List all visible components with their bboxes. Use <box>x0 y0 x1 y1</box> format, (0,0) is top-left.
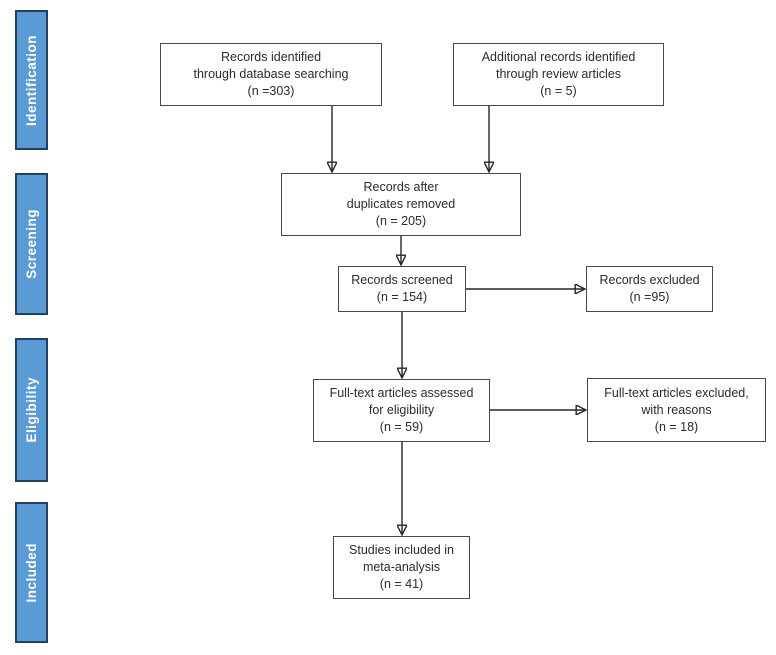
box-fulltext-excluded-line1: Full-text articles excluded, <box>604 385 749 400</box>
box-duplicates-removed-line2: duplicates removed <box>346 197 456 211</box>
box-additional-records-line1: Additional records identified <box>481 50 636 64</box>
box-fulltext-assessed-count: (n = 59) <box>379 420 424 434</box>
box-records-screened: Records screened (n = 154) <box>338 266 466 312</box>
stage-identification-label: Identification <box>24 34 39 126</box>
box-studies-included-line2: meta-analysis <box>362 560 441 574</box>
box-fulltext-assessed: Full-text articles assessed for eligibil… <box>313 379 490 442</box>
box-additional-records-line2: through review articles <box>495 67 622 81</box>
stage-eligibility-label: Eligibility <box>24 377 39 443</box>
box-studies-included-line1: Studies included in <box>349 543 454 557</box>
stage-screening: Screening <box>15 173 48 315</box>
box-records-excluded-line1: Records excluded <box>599 273 700 287</box>
box-studies-included: Studies included in meta-analysis (n = 4… <box>333 536 470 599</box>
box-duplicates-removed: Records after duplicates removed (n = 20… <box>281 173 521 236</box>
stage-included: Included <box>15 502 48 643</box>
box-records-identified: Records identified through database sear… <box>160 43 382 106</box>
stage-screening-label: Screening <box>24 209 39 279</box>
box-records-identified-line2: through database searching <box>193 67 349 81</box>
stage-eligibility: Eligibility <box>15 338 48 482</box>
stage-identification: Identification <box>15 10 48 150</box>
box-duplicates-removed-count: (n = 205) <box>375 214 427 228</box>
box-records-excluded: Records excluded (n =95) <box>586 266 713 312</box>
box-additional-records: Additional records identified through re… <box>453 43 664 106</box>
box-fulltext-assessed-line2: for eligibility <box>368 403 435 417</box>
box-fulltext-excluded: Full-text articles excluded, with reason… <box>587 378 766 442</box>
stage-included-label: Included <box>24 542 39 603</box>
box-records-identified-count: (n =303) <box>247 84 295 98</box>
box-studies-included-count: (n = 41) <box>379 577 424 591</box>
box-records-screened-line1: Records screened <box>351 273 453 287</box>
box-fulltext-excluded-line2: with reasons <box>641 402 712 417</box>
box-records-screened-count: (n = 154) <box>376 290 428 304</box>
box-fulltext-excluded-count: (n = 18) <box>654 419 699 434</box>
box-duplicates-removed-line1: Records after <box>363 180 439 194</box>
box-fulltext-assessed-line1: Full-text articles assessed <box>329 386 474 400</box>
box-additional-records-count: (n = 5) <box>540 84 577 98</box>
box-records-excluded-count: (n =95) <box>629 290 670 304</box>
box-records-identified-line1: Records identified <box>220 50 322 64</box>
